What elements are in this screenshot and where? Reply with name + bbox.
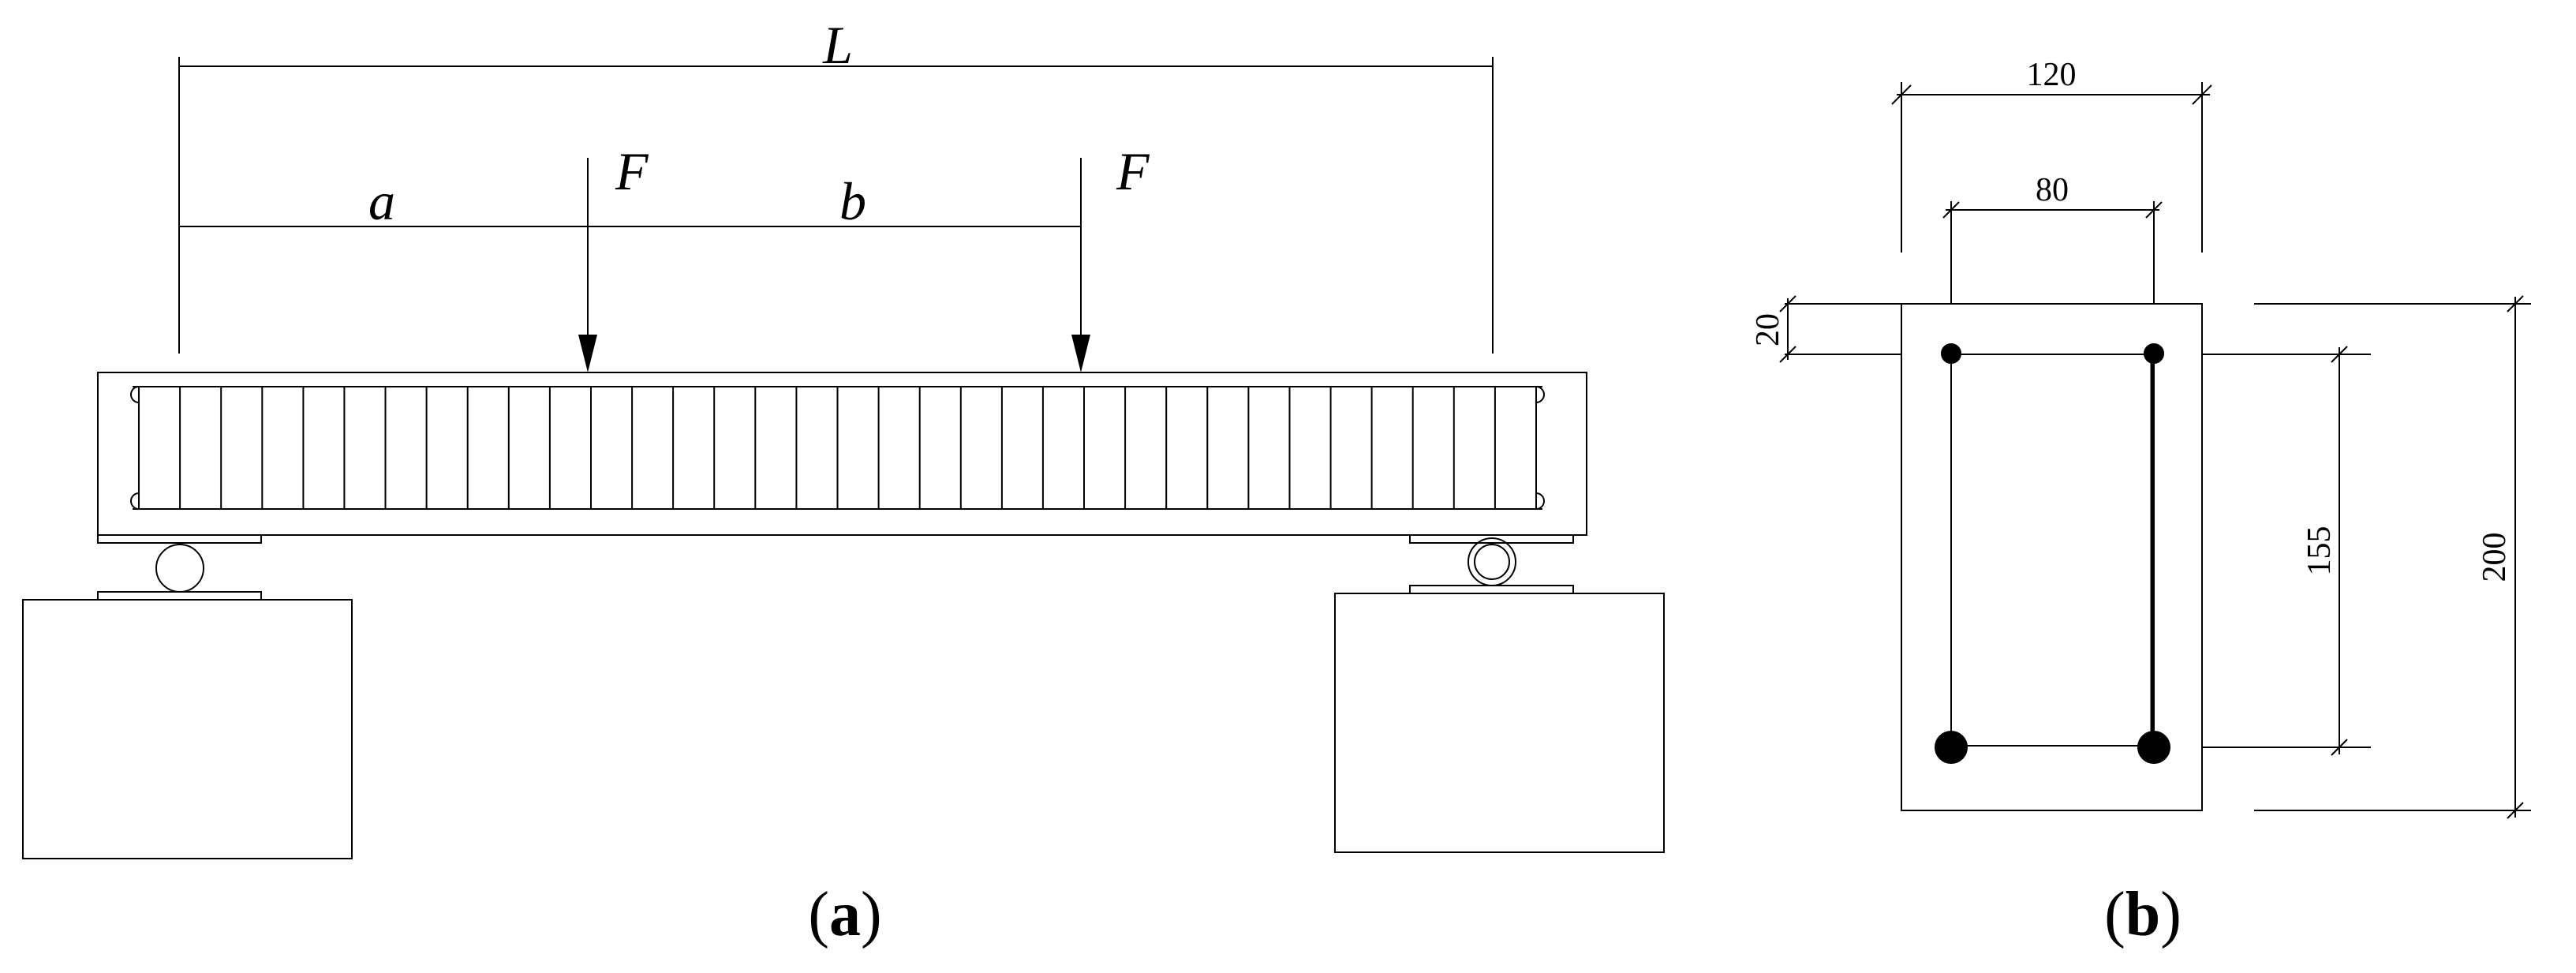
span-dimension [178, 57, 1494, 354]
cover-dimension [1779, 295, 1901, 363]
stirrups [138, 387, 1537, 509]
cover-label: 20 [1750, 313, 1786, 346]
bottom-bar-left [1935, 731, 1968, 764]
load-label-right: F [1116, 141, 1150, 201]
height-label: 200 [2477, 533, 2513, 582]
section-stirrup [1950, 354, 2155, 747]
section-outline [1901, 303, 2203, 811]
load-label-left: F [615, 141, 649, 201]
width-label: 120 [2027, 57, 2077, 93]
panel-b-cross-section [1779, 82, 2531, 819]
bar-spacing-label: 80 [2036, 172, 2069, 208]
height-dimension [2254, 295, 2531, 819]
panel-a-beam-setup [22, 57, 1665, 859]
load-spacing-label: b [839, 171, 866, 231]
load-arrow-right [1071, 158, 1090, 372]
top-bar-right [2144, 343, 2164, 364]
caption-a: (a) [808, 880, 881, 949]
beam [97, 372, 1587, 536]
caption-b: (b) [2104, 880, 2182, 949]
shear-span-dimension [178, 218, 1082, 235]
top-bar-left [1941, 343, 1961, 364]
shear-span-label: a [368, 171, 395, 231]
right-support [1334, 534, 1665, 853]
effective-depth-label: 155 [2301, 526, 2338, 576]
left-support [22, 534, 353, 859]
bottom-bar-right [2137, 731, 2170, 764]
span-label: L [822, 15, 853, 75]
width-dimension [1891, 82, 2212, 253]
load-arrow-left [578, 158, 597, 372]
bar-spacing-dimension [1942, 201, 2163, 304]
effective-depth-dimension [2202, 346, 2371, 756]
